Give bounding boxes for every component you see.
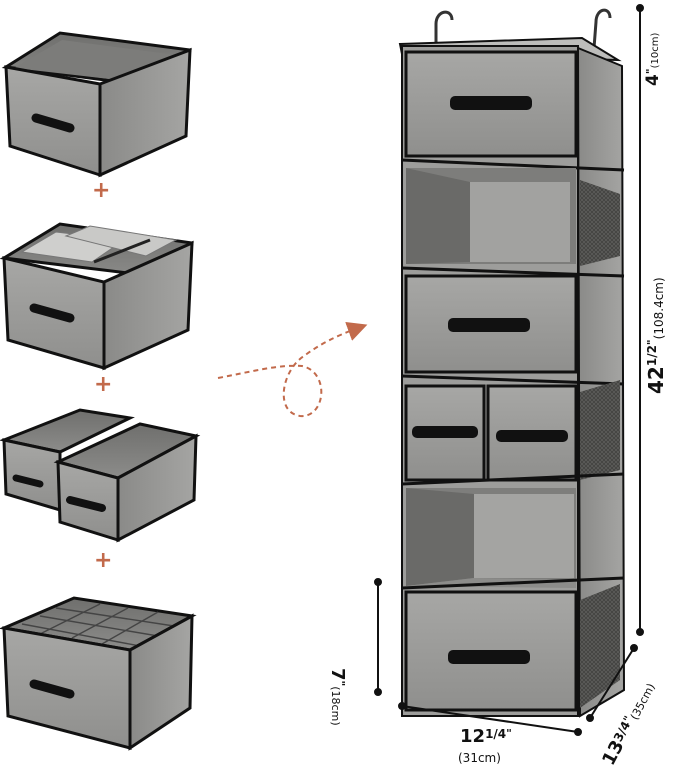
dimension-bottom-drawer-height: 7"(18cm) bbox=[327, 668, 348, 726]
plus-sign: + bbox=[94, 548, 113, 573]
hanging-organizer bbox=[398, 8, 626, 718]
storage-box-large bbox=[1, 31, 192, 178]
curved-dashed-arrow-icon bbox=[217, 322, 368, 418]
storage-box-divided bbox=[0, 222, 194, 371]
plus-sign: + bbox=[94, 372, 113, 397]
plus-sign: + bbox=[92, 178, 111, 203]
storage-bins-small bbox=[0, 408, 201, 543]
dimension-total-height: 421/2"(108.4cm) bbox=[644, 277, 668, 394]
dimension-lines bbox=[374, 4, 644, 736]
hanger-hook-icon bbox=[434, 8, 612, 49]
dimension-width: 121/4" bbox=[460, 726, 512, 747]
storage-box-grid bbox=[0, 596, 197, 751]
dimension-top-drawer-height: 4"(10cm) bbox=[643, 32, 663, 86]
dimension-width-metric: (31cm) bbox=[458, 751, 501, 765]
